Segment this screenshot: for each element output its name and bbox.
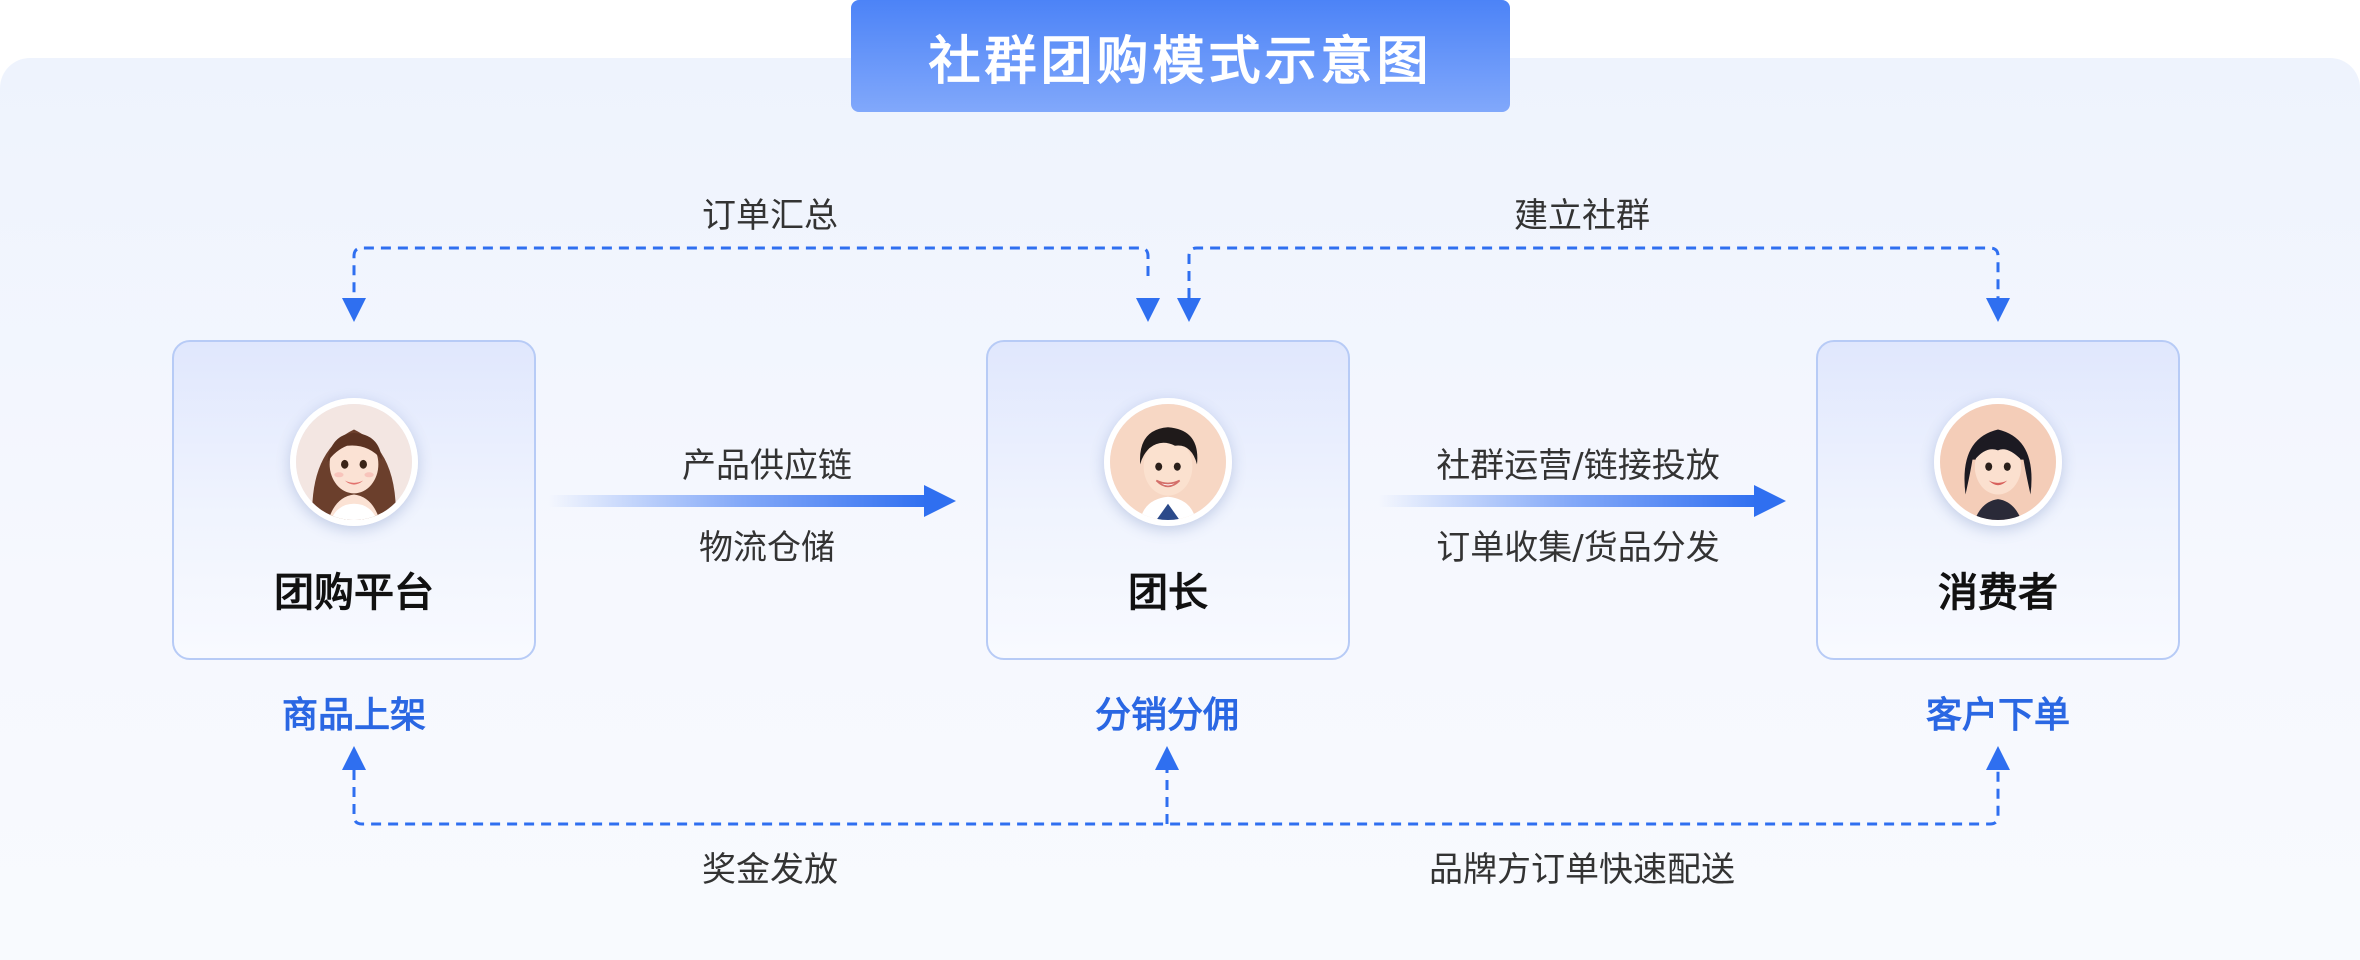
node-platform-name: 团购平台 (274, 570, 434, 616)
diagram-title: 社群团购模式示意图 (851, 0, 1510, 112)
platform-to-leader-arrow-head (924, 485, 956, 517)
flow-label-brand-delivery: 品牌方订单快速配送 (1429, 850, 1735, 890)
top-left-dashed-line (352, 246, 1150, 298)
arrow-head-into-leader-caption (1155, 746, 1179, 770)
flow-label-build-community: 建立社群 (1514, 196, 1650, 236)
leader-to-consumer-arrow-shaft (1378, 495, 1758, 507)
young-woman-short-hair-icon (1934, 398, 2062, 526)
flow-label-logistics: 物流仓储 (699, 528, 835, 568)
caption-product-listing: 商品上架 (281, 695, 427, 736)
node-leader-name: 团长 (1128, 570, 1208, 616)
flow-label-order-collection: 订单收集/货品分发 (1436, 528, 1720, 568)
arrow-head-into-platform-caption (342, 746, 366, 770)
bottom-dashed-line (352, 770, 2000, 826)
node-platform: 团购平台 (172, 340, 536, 660)
young-man-icon (1104, 398, 1232, 526)
leader-to-consumer-arrow-head (1754, 485, 1786, 517)
arrow-head-into-platform (342, 298, 366, 322)
woman-long-hair-icon (290, 398, 418, 526)
top-right-dashed-line (1187, 246, 2000, 298)
arrow-head-into-leader-left (1136, 298, 1160, 322)
platform-to-leader-arrow-shaft (548, 495, 928, 507)
caption-customer-order: 客户下单 (1925, 695, 2071, 736)
flow-label-community-ops: 社群运营/链接投放 (1436, 446, 1720, 486)
caption-distribution-commission: 分销分佣 (1094, 695, 1240, 736)
flow-label-bonus-payout: 奖金发放 (702, 850, 838, 890)
node-consumer: 消费者 (1816, 340, 2180, 660)
arrow-head-into-leader-right (1177, 298, 1201, 322)
flow-label-order-summary: 订单汇总 (702, 196, 838, 236)
node-consumer-name: 消费者 (1938, 570, 2058, 616)
arrow-head-into-consumer-top (1986, 298, 2010, 322)
flow-label-supply-chain: 产品供应链 (682, 446, 852, 486)
arrow-head-into-consumer-caption (1986, 746, 2010, 770)
node-leader: 团长 (986, 340, 1350, 660)
